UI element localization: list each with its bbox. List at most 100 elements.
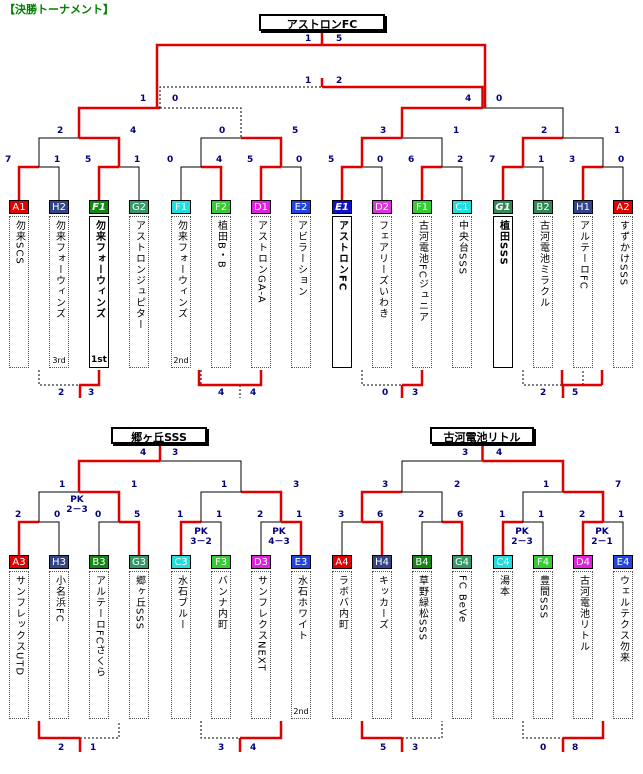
bracket-line (155, 43, 322, 108)
score: 3 (380, 126, 387, 136)
bracket-line (482, 107, 564, 138)
score: 2 (541, 126, 548, 136)
team-label: A1 (9, 200, 29, 214)
team-name: アルテーロFC (577, 220, 589, 290)
team-name: 勿来フォーウィンズ (53, 220, 65, 319)
score: 0 (496, 94, 503, 104)
score: 1 (538, 510, 545, 520)
bracket-line (362, 166, 383, 200)
score: 6 (457, 510, 464, 520)
team-label: F3 (211, 555, 231, 569)
bracket-line (402, 137, 443, 167)
score: 2 (418, 510, 425, 520)
team-label: G1 (493, 200, 513, 214)
team-box: アストロンGA-A (251, 216, 271, 368)
bracket-line (197, 370, 241, 387)
rank-label: 2nd (293, 707, 309, 716)
bracket-line (77, 106, 160, 138)
score: 1 (140, 94, 147, 104)
score: 5 (328, 155, 335, 165)
score: 1 (54, 155, 61, 165)
score: 3 (218, 743, 225, 753)
team-name: ウェルテクス勿来 (617, 575, 629, 663)
champion-box: アストロンFC (259, 14, 385, 31)
team-box: 水石ブルー (171, 571, 191, 719)
team-name: 古河電池リトル (577, 575, 589, 652)
bracket-line (563, 370, 584, 386)
team-label: F1 (171, 200, 191, 214)
score: 1 (177, 510, 184, 520)
score: 2 (336, 76, 343, 86)
team-label: F2 (211, 200, 231, 214)
score: 6 (408, 155, 415, 165)
score: 5 (85, 155, 92, 165)
team-box: 豊間SSS (533, 571, 553, 719)
pk-note: PK 2－1 (591, 527, 613, 547)
team-name: アストロンFC (336, 220, 348, 292)
team-name: 古河電池FCジュニア (416, 220, 428, 323)
score: 5 (572, 388, 579, 398)
team-box: キッカーズ (372, 571, 392, 719)
team-box: バンナ内町 (211, 571, 231, 719)
rank-label: 1st (91, 355, 107, 365)
score: 3 (88, 388, 95, 398)
team-name: サンフレクスNEXT (255, 575, 267, 672)
score: 0 (540, 743, 547, 753)
score: 2 (579, 510, 586, 520)
score: 1 (216, 510, 223, 520)
team-box: 草野緑松SSS (412, 571, 432, 719)
score: 2 (457, 155, 464, 165)
bracket-line (77, 459, 160, 492)
team-box: 中央台SSS (452, 216, 472, 368)
bracket-line (340, 165, 362, 200)
team-label: G2 (129, 200, 149, 214)
bracket-line (201, 165, 223, 200)
score: 0 (167, 155, 174, 165)
score: 0 (618, 155, 625, 165)
bracket-line (200, 721, 240, 739)
bracket-line (281, 166, 302, 200)
score: 1 (538, 155, 545, 165)
score: 2 (454, 480, 461, 490)
team-label: G4 (452, 555, 472, 569)
team-name: アストロンGA-A (255, 220, 267, 304)
bracket-line (201, 521, 222, 555)
team-box: 小名浜FC (49, 571, 69, 719)
score: 5 (247, 155, 254, 165)
bracket-line (200, 370, 241, 386)
team-name: 植田B・B (215, 220, 227, 269)
team-box: サンフレクスNEXT (251, 571, 271, 719)
score: 6 (377, 510, 384, 520)
score: 3 (462, 448, 469, 458)
team-label: E4 (613, 555, 633, 569)
bracket-line (180, 166, 201, 200)
bracket-line (17, 165, 39, 200)
team-box: アビラーション (291, 216, 311, 368)
bracket-line (322, 85, 484, 108)
team-label: A4 (332, 555, 352, 569)
bracket-line (159, 86, 322, 108)
score: 0 (172, 94, 179, 104)
bracket-line (38, 370, 79, 386)
score: 3 (412, 388, 419, 398)
bracket-line (421, 521, 442, 555)
bracket-line (442, 166, 463, 200)
team-label: D4 (573, 555, 593, 569)
bracket-line (402, 491, 443, 522)
bracket-line (241, 136, 283, 167)
score: 2 (58, 388, 65, 398)
team-box: 郷ヶ丘SSS (129, 571, 149, 719)
bracket-line (563, 721, 605, 740)
team-box: フェアリーズいわき (372, 216, 392, 368)
score: 1 (543, 480, 550, 490)
team-box: サンフレックスUTD (9, 571, 29, 719)
team-name: キッカーズ (376, 575, 388, 630)
team-label: E2 (291, 200, 311, 214)
bracket-line (38, 491, 79, 522)
team-name: 湯本 (497, 575, 509, 597)
team-label: B3 (89, 555, 109, 569)
team-box: 古河電池ミラクル (533, 216, 553, 368)
score: 0 (95, 510, 102, 520)
